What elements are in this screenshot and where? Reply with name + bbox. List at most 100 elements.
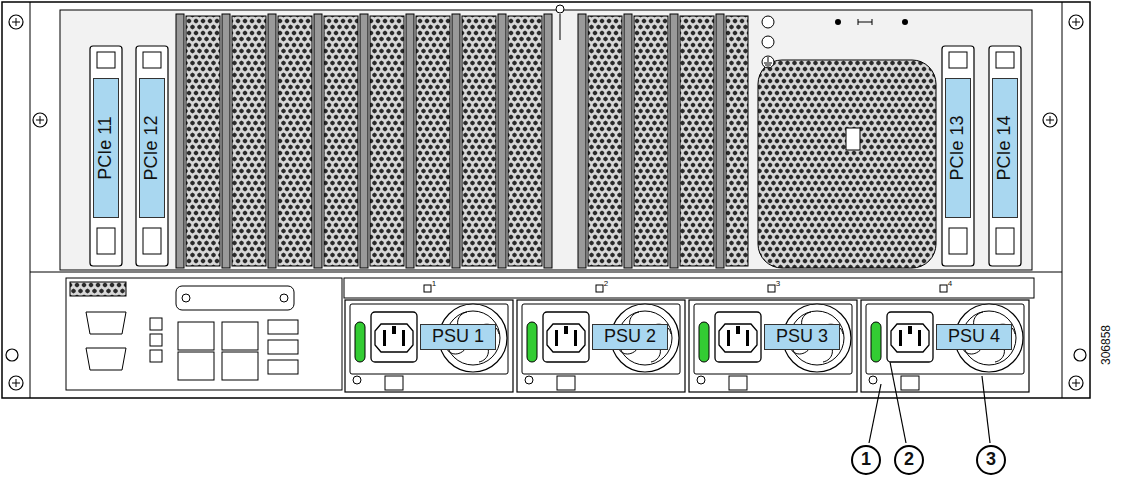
callout-number: 1 [851,445,881,475]
slot-divider [222,14,230,268]
power-supply [345,300,513,392]
port-screw [280,294,288,302]
label-text: PSU 3 [776,327,828,347]
pcie-slot-label: PCIe 12 [139,78,165,218]
vent-panel [186,16,220,266]
psu-label-strip [344,278,1034,298]
slot-divider [360,14,368,268]
label-text: PCIe 12 [142,115,162,180]
psu-label: PSU 2 [592,324,668,350]
io-vent [70,282,126,296]
bay-icon [424,285,431,292]
vent-panel [726,16,748,266]
psu-label: PSU 1 [420,324,496,350]
ground-stud [762,16,774,28]
handle [143,228,161,254]
figure-number: 306858 [1100,325,1112,365]
slot-divider [452,14,460,268]
usb-port [268,320,298,334]
slot-divider [314,14,322,268]
vent-panel [324,16,358,266]
bay-number: 3 [776,280,780,288]
vent-panel [588,16,622,266]
label-text: PSU 2 [604,327,656,347]
usb-port [268,340,298,354]
bay-number: 2 [604,280,608,288]
rj45-port [222,352,258,380]
right-ear-edge [1062,2,1063,398]
vent-panel [370,16,404,266]
bay-icon [940,285,947,292]
label-text: PCIe 11 [96,116,116,180]
pcie-slot-label: PCIe 11 [93,78,119,218]
card-slot [942,46,974,266]
lock-icon [858,19,872,25]
pcie-bay [60,10,1032,270]
bay-icon [596,285,603,292]
left-ear-edge [30,2,31,398]
bay-icon [768,285,775,292]
slot-divider [268,14,276,268]
label-text: PCIe 13 [948,115,968,180]
led [150,318,162,330]
handle [97,52,115,68]
handle [143,52,161,68]
vent-panel [416,16,450,266]
io-panel [66,278,342,390]
led [150,350,162,362]
vent-panel [680,16,714,266]
vga-port [176,286,294,310]
grille-clip [846,128,860,150]
handle [996,228,1014,254]
serial-port [86,312,126,334]
slot-divider [544,14,552,268]
rj45-port [178,352,214,380]
center-mark [560,14,561,40]
label-text: PCIe 14 [995,115,1015,180]
port-screw [182,294,190,302]
label-text: PSU 4 [948,327,1000,347]
callout-number: 3 [976,445,1006,475]
slot-divider [498,14,506,268]
leader-line [982,376,990,443]
vent-panel [634,16,668,266]
card-slot [90,46,122,266]
slot-divider [716,14,724,268]
fan-grille [758,60,936,268]
rj45-port [222,322,258,350]
slot-divider [624,14,632,268]
ground-symbol [762,56,774,68]
label-text: 3 [986,450,996,470]
slot-divider [406,14,414,268]
vent-panel [278,16,312,266]
vent-panel [462,16,496,266]
callout-number: 2 [894,445,924,475]
vent-panel [508,16,542,266]
card-slot [136,46,168,266]
usb-port [268,360,298,374]
vent-panel [232,16,266,266]
handle [97,228,115,254]
screw [1074,349,1086,361]
handle [996,52,1014,68]
screw [6,349,18,361]
label-text: 1 [861,450,871,470]
bay-number: 1 [432,280,436,288]
ground-mark [764,57,772,67]
leader-line [869,384,881,443]
top-hole [556,5,564,13]
led [150,334,162,346]
slot-divider [578,14,586,268]
bay-number: 4 [948,280,952,288]
psu-label: PSU 3 [764,324,840,350]
chassis-outline [2,2,1090,398]
indicator-dot [902,19,908,25]
power-supply [517,300,685,392]
pcie-slot-label: PCIe 13 [945,78,971,218]
serial-port [86,348,126,370]
rj45-port [178,322,214,350]
